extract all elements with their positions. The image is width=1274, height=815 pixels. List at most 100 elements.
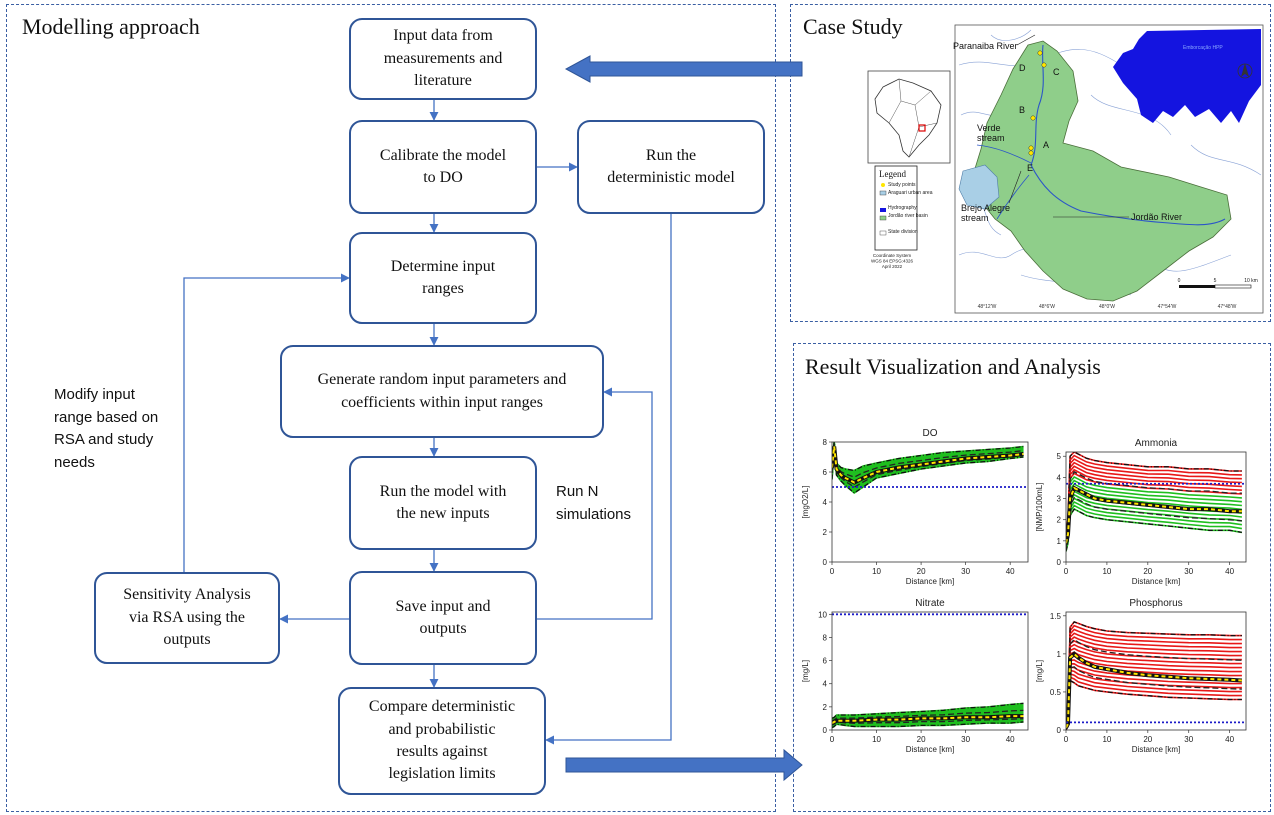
x-tick-label: 0: [1064, 735, 1069, 744]
quartile-line: [1066, 638, 1242, 726]
quartile-line: [832, 709, 1024, 722]
y-tick-label: 1: [1057, 650, 1062, 659]
simulation-line: [1066, 454, 1242, 530]
label-emborcacao-hpp: Emborcação HPP: [1183, 45, 1223, 51]
modelling-panel-title: Modelling approach: [22, 14, 200, 39]
case-study-title: Case Study: [803, 14, 903, 39]
x-tick-label: 10: [1102, 567, 1111, 576]
legend-crs-line: April 2022: [882, 264, 903, 269]
scale-label: 10 km: [1244, 278, 1258, 284]
simulation-line: [1066, 628, 1242, 724]
modify-range-label: Modify input range based on RSA and stud…: [54, 386, 159, 471]
determine-ranges-text: Determine input ranges: [390, 257, 496, 297]
legend-item-label: Jordão river basin: [888, 213, 928, 219]
y-tick-label: 0: [1057, 726, 1062, 735]
block-arrow-compare-to-results: [565, 748, 803, 782]
legend-title: Legend: [879, 169, 906, 179]
y-tick-label: 10: [818, 610, 827, 619]
y-tick-label: 3: [1057, 495, 1062, 504]
label-brejo-alegre-stream: stream: [961, 213, 989, 223]
x-tick-label: 0: [830, 567, 835, 576]
legend-swatch-hydrography: [880, 208, 886, 212]
label-paranaiba-river: Paranaiba River: [953, 41, 1018, 51]
deterministic-line: [1066, 486, 1242, 544]
y-tick-label: 0.5: [1050, 688, 1062, 697]
simulation-line: [1066, 458, 1242, 532]
point-label-E: E: [1027, 163, 1033, 173]
quartile-line: [1066, 666, 1242, 730]
y-tick-label: 2: [1057, 516, 1062, 525]
lon-tick-label: 48°6'W: [1039, 304, 1055, 310]
verde-stream-line: [976, 144, 1032, 164]
deterministic-line: [832, 715, 1024, 724]
simulation-line: [1066, 672, 1242, 730]
y-axis-label: [mg/L]: [801, 660, 810, 682]
araguari-urban-area: [958, 164, 1000, 210]
simulation-line: [1066, 651, 1242, 727]
loop-save-to-generate: [536, 387, 653, 620]
emborcacao-reservoir: [1113, 29, 1261, 123]
legend-item-label: Hydrography: [888, 205, 917, 211]
x-tick-label: 30: [1184, 735, 1193, 744]
study-area-marker: [918, 124, 926, 132]
x-tick-label: 20: [1143, 567, 1152, 576]
quartile-line: [832, 444, 1024, 478]
brejo-stream-line: [996, 174, 1030, 220]
deterministic-line: [832, 446, 1024, 484]
point-label-A: A: [1043, 140, 1049, 150]
lon-tick-label: 47°54'W: [1158, 304, 1177, 310]
results-panel: [793, 343, 1271, 812]
x-tick-label: 30: [961, 567, 970, 576]
calibrate-text: Calibrate the model to DO: [379, 146, 507, 186]
simulation-line: [1066, 461, 1242, 533]
x-tick-label: 20: [917, 567, 926, 576]
lower-bound-line: [1066, 508, 1243, 552]
x-axis-label: Distance [km]: [1132, 745, 1180, 754]
x-axis-label: Distance [km]: [906, 577, 954, 586]
map-leaders: [1008, 34, 1129, 218]
upper-bound-line: [832, 702, 1024, 719]
lower-bound-line: [832, 721, 1024, 729]
arrow-deterministic-to-compare: [545, 214, 672, 745]
quartile-line: [1066, 496, 1242, 547]
upper-bound-line: [1066, 621, 1242, 723]
y-tick-label: 8: [823, 438, 828, 447]
run-model-box: Run the model with the new inputs: [349, 456, 537, 550]
y-tick-label: 6: [823, 657, 828, 666]
input-data-text: Input data from measurements and literat…: [383, 27, 503, 90]
compare-text: Compare deterministic and probabilistic …: [368, 698, 516, 783]
y-tick-label: 1: [1057, 537, 1062, 546]
lon-tick-label: 47°48'W: [1218, 304, 1237, 310]
plot-area: [1066, 452, 1246, 552]
label-jordao-river: Jordão River: [1131, 212, 1182, 222]
legend-swatch-study-points: [881, 183, 885, 187]
chart-title: Nitrate: [915, 598, 945, 609]
label-verde-stream: Verde: [977, 123, 1001, 133]
save-text: Save input and outputs: [395, 597, 491, 637]
x-tick-label: 10: [872, 735, 881, 744]
y-tick-label: 2: [823, 528, 828, 537]
point-label-B: B: [1019, 105, 1025, 115]
lower-bound-line: [1066, 679, 1242, 730]
run-model-text: Run the model with the new inputs: [379, 482, 507, 522]
generate-random-box: Generate random input parameters and coe…: [280, 345, 604, 438]
point-label-C: C: [1053, 67, 1060, 77]
chart-title: Ammonia: [1135, 438, 1178, 449]
y-tick-label: 8: [823, 633, 828, 642]
sensitivity-text: Sensitivity Analysis via RSA using the o…: [123, 586, 251, 649]
chart-title: DO: [923, 428, 938, 439]
label-verde-stream: stream: [977, 133, 1005, 143]
simulation-line: [1066, 624, 1242, 724]
determine-ranges-box: Determine input ranges: [349, 232, 537, 324]
modelling-panel: [6, 4, 776, 812]
y-tick-label: 4: [823, 498, 828, 507]
